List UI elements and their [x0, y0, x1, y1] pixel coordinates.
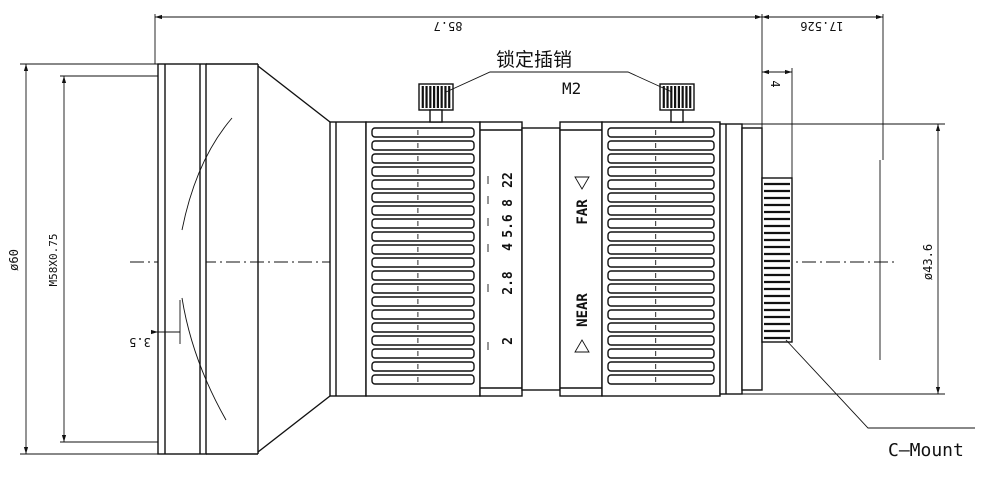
knurl-rib [607, 322, 715, 333]
knurl-rib [607, 179, 715, 190]
knurl-rib [371, 348, 475, 359]
f-number-label: 5.6 [501, 214, 516, 238]
outer-diameter-label: ø60 [7, 249, 21, 271]
knurl-rib [371, 257, 475, 268]
knurl-rib [607, 283, 715, 294]
knurl-rib [371, 166, 475, 177]
knurl-rib [371, 140, 475, 151]
dim-flange-distance [762, 14, 884, 160]
f-number-label: 8 [501, 199, 516, 207]
iris-scale-numbers: 2 2.8 4 5.6 8 22 [501, 172, 516, 345]
knurl-rib [371, 192, 475, 203]
front-thread-label: M58X0.75 [47, 234, 60, 287]
lock-pin-iris [418, 83, 454, 123]
knurl-rib [371, 309, 475, 320]
dim-rear-diameter [742, 123, 945, 395]
dim-outer-diameter [20, 63, 158, 455]
rear-flange [719, 123, 763, 395]
iris-scale-band [479, 121, 523, 397]
f-number-label: 2.8 [501, 271, 516, 295]
lock-pin-thread-label: M2 [562, 79, 581, 98]
f-number-label: 4 [501, 243, 516, 251]
knurl-rib [607, 205, 715, 216]
front-step-label: 3.5 [129, 335, 151, 349]
rear-step-label: 4 [768, 80, 782, 87]
lock-pin-focus [659, 83, 695, 123]
f-number-label: 22 [501, 172, 516, 188]
near-arrow-icon [574, 339, 590, 353]
dim-front-step [150, 300, 181, 344]
focus-labels: NEAR FAR [575, 199, 591, 327]
knurl-rib [371, 205, 475, 216]
mount-label: C–Mount [888, 440, 964, 461]
knurl-rib [371, 231, 475, 242]
knurl-rib [371, 283, 475, 294]
lock-pin-leader [445, 71, 673, 93]
knurl-rib [607, 296, 715, 307]
knurl-rib [607, 361, 715, 372]
knurl-rib [371, 127, 475, 138]
flange-distance-label: 17.526 [800, 19, 843, 33]
knurl-rib [371, 179, 475, 190]
knurl-rib [607, 140, 715, 151]
knurl-rib [607, 348, 715, 359]
knurl-rib [607, 374, 715, 385]
knurl-rib [607, 127, 715, 138]
focus-scale-band [559, 121, 603, 397]
knurl-rib [607, 166, 715, 177]
knurl-rib [371, 270, 475, 281]
f-number-label: 2 [501, 337, 516, 345]
lens-body [329, 121, 367, 397]
knurl-rib [607, 153, 715, 164]
near-label: NEAR [575, 293, 591, 327]
knurl-rib [607, 218, 715, 229]
knurl-rib [371, 322, 475, 333]
iris-ring [365, 121, 481, 397]
knurl-rib [371, 244, 475, 255]
knurl-rib [371, 374, 475, 385]
knurl-rib [607, 244, 715, 255]
knurl-rib [607, 192, 715, 203]
c-mount-thread [761, 177, 793, 343]
dim-front-thread [60, 75, 158, 443]
middle-sleeve [521, 127, 561, 391]
focus-ring [601, 121, 721, 397]
far-arrow-icon [574, 176, 590, 190]
knurl-rib [607, 309, 715, 320]
knurl-rib [607, 335, 715, 346]
knurl-rib [371, 335, 475, 346]
knurl-rib [607, 257, 715, 268]
far-label: FAR [575, 199, 591, 225]
knurl-rib [371, 218, 475, 229]
knurl-rib [607, 231, 715, 242]
knurl-rib [371, 153, 475, 164]
lock-pin-cn-label: 锁定插销 [496, 49, 572, 71]
rear-diameter-label: ø43.6 [921, 244, 935, 280]
dim-rear-step [762, 68, 793, 178]
knurl-rib [371, 361, 475, 372]
front-hood [157, 63, 331, 455]
c-mount-leader [785, 339, 975, 429]
knurl-rib [371, 296, 475, 307]
knurl-rib [607, 270, 715, 281]
overall-length-label: 85.7 [434, 19, 463, 33]
